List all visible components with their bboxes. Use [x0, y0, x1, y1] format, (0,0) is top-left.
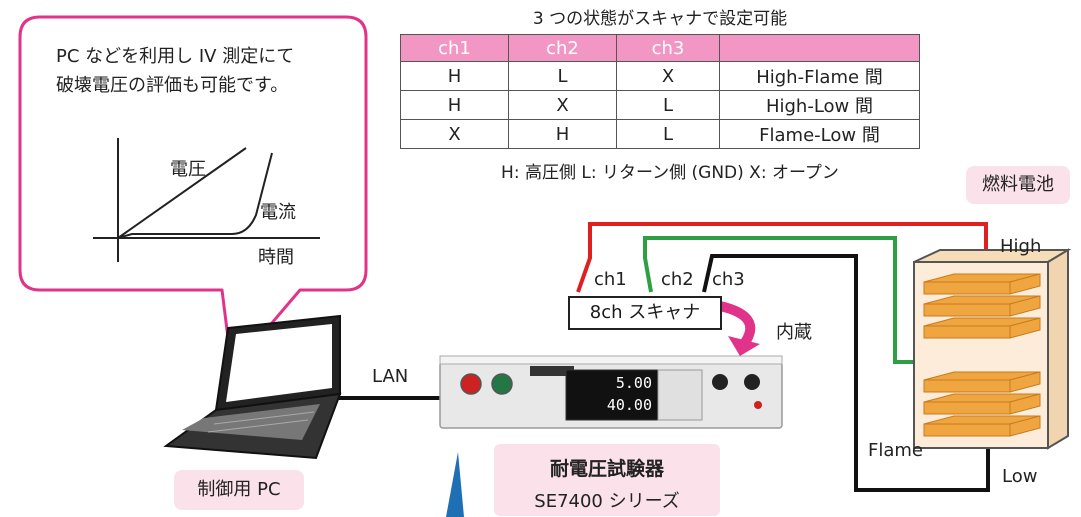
cell: High-Flame 間	[719, 61, 920, 91]
stand-shape	[446, 452, 464, 517]
header-description	[719, 34, 920, 62]
terminal-high-label: High	[1000, 236, 1042, 257]
fuel-cell-label: 燃料電池	[966, 166, 1070, 204]
builtin-arrow	[718, 301, 756, 347]
current-curve	[117, 152, 273, 239]
terminal-flame-label: Flame	[868, 440, 923, 461]
bubble-description: PC などを利用し IV 測定にて 破壊電圧の評価も可能です。	[56, 42, 356, 100]
cell: X	[508, 90, 617, 120]
lan-label: LAN	[372, 366, 409, 387]
channel-ch1-label: ch1	[594, 269, 627, 290]
scanner-box: 8ch スキャナ	[568, 296, 722, 330]
header-ch1: ch1	[400, 34, 509, 62]
builtin-arrowhead	[728, 336, 760, 356]
state-table: ch1 ch2 ch3 H L X High-Flame 間 H X L Hig…	[400, 34, 920, 149]
table-row: H X L High-Low 間	[400, 90, 920, 120]
tester-label-box: 耐電圧試験器 SE7400 シリーズ	[494, 444, 720, 516]
graph-current-label: 電流	[260, 202, 296, 223]
channel-ch2-label: ch2	[661, 269, 694, 290]
table-title: 3 つの状態がスキャナで設定可能	[532, 9, 788, 29]
iv-graph	[93, 138, 320, 262]
cell: H	[400, 90, 509, 120]
green-wire-flame	[643, 236, 928, 364]
black-wire-low	[702, 254, 990, 492]
table-row: H L X High-Flame 間	[400, 61, 920, 91]
graph-voltage-label: 電圧	[170, 159, 206, 180]
table-legend: H: 高圧側 L: リターン側 (GND) X: オープン	[501, 163, 839, 183]
builtin-label: 内蔵	[776, 322, 812, 343]
table-header-row: ch1 ch2 ch3	[400, 34, 920, 62]
cell: L	[616, 119, 720, 149]
tester-device	[439, 355, 783, 429]
header-ch2: ch2	[508, 34, 617, 62]
tester-display-value-2: 40.00	[606, 396, 652, 414]
tester-name: 耐電圧試験器	[549, 458, 664, 480]
cell: H	[508, 119, 617, 149]
bubble-line-1: PC などを利用し IV 測定にて	[56, 46, 295, 67]
cell: H	[400, 61, 509, 91]
cell: X	[616, 61, 720, 91]
fuel-cell	[913, 248, 1072, 450]
terminal-low-label: Low	[1002, 466, 1038, 487]
header-ch3: ch3	[616, 34, 720, 62]
bubble-line-2: 破壊電圧の評価も可能です。	[56, 75, 289, 96]
pc-label: 制御用 PC	[174, 470, 304, 510]
cell: X	[400, 119, 509, 149]
cell: High-Low 間	[719, 90, 920, 120]
tester-display-value-1: 5.00	[615, 374, 652, 392]
channel-ch3-label: ch3	[712, 269, 745, 290]
voltage-curve	[117, 147, 247, 239]
cell: L	[616, 90, 720, 120]
table-row: X H L Flame-Low 間	[400, 119, 920, 149]
graph-time-label: 時間	[258, 247, 294, 268]
laptop-icon	[163, 314, 342, 460]
cell: Flame-Low 間	[719, 119, 920, 149]
tester-series: SE7400 シリーズ	[534, 491, 680, 512]
cell: L	[508, 61, 617, 91]
red-wire-high	[576, 222, 988, 293]
